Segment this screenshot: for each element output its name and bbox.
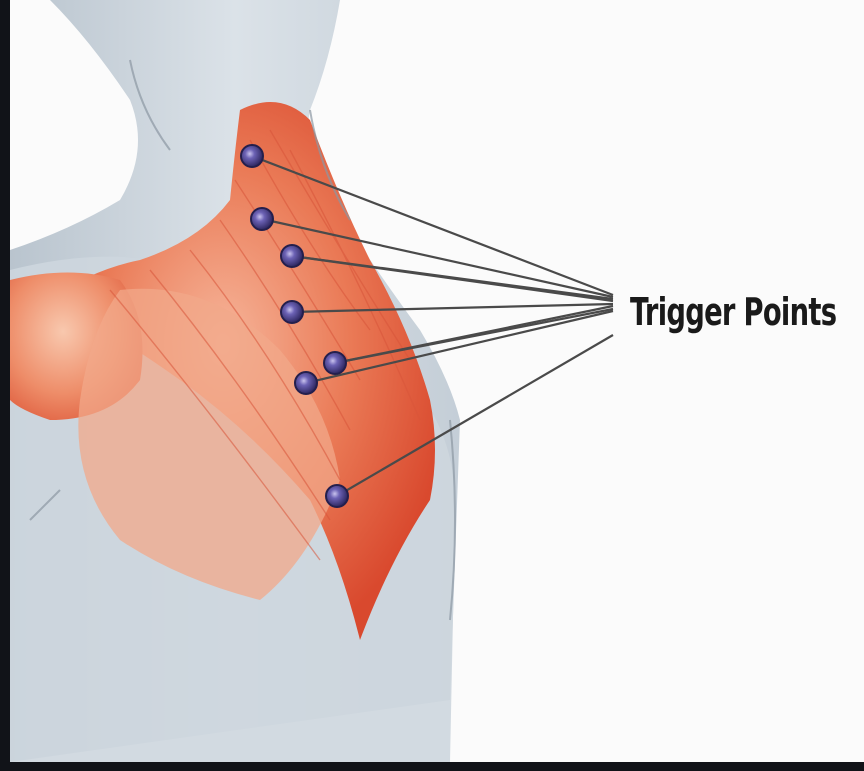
trigger-point: [295, 372, 317, 394]
trigger-point: [251, 208, 273, 230]
neck-shoulder-anatomy-illustration: [10, 0, 864, 762]
trigger-points-label: Trigger Points: [630, 290, 836, 334]
trigger-point: [241, 145, 263, 167]
trigger-point: [326, 485, 348, 507]
trigger-point: [281, 301, 303, 323]
trigger-point: [324, 352, 346, 374]
diagram-canvas: Trigger Points: [10, 0, 864, 762]
trigger-point: [281, 245, 303, 267]
